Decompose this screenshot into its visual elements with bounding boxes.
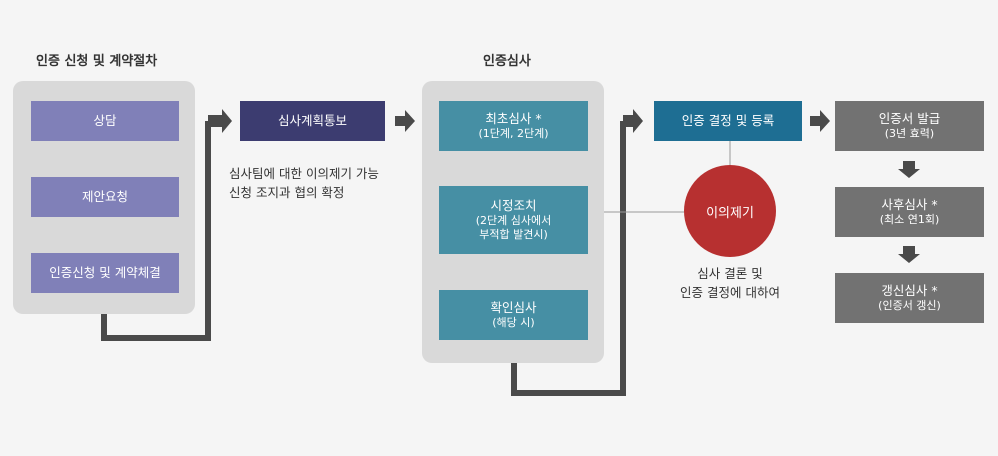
verify-sub: (해당 시) (492, 315, 535, 329)
step-plan: 심사계획통보 (240, 101, 385, 141)
step-proposal: 제안요청 (31, 177, 179, 217)
step-first-audit: 최초심사 * (1단계, 2단계) (439, 101, 588, 151)
appeal-circle: 이의제기 (684, 165, 776, 257)
arrow-down-6 (898, 246, 920, 263)
step-proposal-label: 제안요청 (81, 188, 128, 204)
arrow-down-5 (898, 161, 920, 178)
arrow-right-4 (810, 110, 830, 132)
correction-sub1: (2단계 심사에서 (475, 213, 552, 227)
first-audit-title: 최초심사 * (485, 110, 542, 126)
appeal-label: 이의제기 (706, 205, 754, 221)
plan-note-line2: 신청 조지과 협의 확정 (229, 185, 345, 201)
plan-note-line1: 심사팀에 대한 이의제기 가능 (229, 166, 379, 181)
renewal-title: 갱신심사 * (881, 282, 938, 298)
verify-title: 확인심사 (490, 299, 537, 315)
elbow-connector-2 (511, 121, 626, 396)
step-apply-label: 인증신청 및 계약체결 (49, 264, 161, 280)
renewal-sub: (인증서 갱신) (878, 298, 941, 312)
step-correction: 시정조치 (2단계 심사에서 부적합 발견시) (439, 186, 588, 254)
plan-note: 심사팀에 대한 이의제기 가능 신청 조지과 협의 확정 (229, 164, 379, 203)
correction-sub2: 부적합 발견시) (479, 228, 548, 242)
surveillance-title: 사후심사 * (881, 196, 938, 212)
surveillance-sub: (최소 연1회) (879, 212, 940, 226)
step-renewal: 갱신심사 * (인증서 갱신) (835, 273, 984, 323)
appeal-note: 심사 결론 및 인증 결정에 대하여 (655, 264, 805, 303)
step-apply: 인증신청 및 계약체결 (31, 253, 179, 293)
elbow-connector-1 (101, 121, 211, 341)
appeal-note-line2: 인증 결정에 대하여 (680, 285, 780, 301)
correction-title: 시정조치 (490, 197, 537, 213)
step-issue: 인증서 발급 (3년 효력) (835, 101, 984, 151)
step-decision: 인증 결정 및 등록 (654, 101, 802, 141)
arrow-right-3 (623, 109, 643, 133)
step-surveillance: 사후심사 * (최소 연1회) (835, 187, 984, 237)
step-verify: 확인심사 (해당 시) (439, 290, 588, 340)
arrow-right-1 (208, 109, 232, 133)
step-consult: 상담 (31, 101, 179, 141)
first-audit-sub: (1단계, 2단계) (478, 126, 549, 140)
appeal-note-line1: 심사 결론 및 (697, 266, 763, 281)
arrow-right-2 (395, 110, 415, 132)
step-consult-label: 상담 (93, 112, 117, 128)
issue-title: 인증서 발급 (878, 110, 941, 126)
decision-label: 인증 결정 및 등록 (681, 112, 775, 128)
process-header: 인증 신청 및 계약절차 (36, 54, 158, 69)
step-plan-label: 심사계획통보 (277, 112, 347, 128)
issue-sub: (3년 효력) (884, 126, 935, 140)
review-header: 인증심사 (483, 54, 531, 69)
